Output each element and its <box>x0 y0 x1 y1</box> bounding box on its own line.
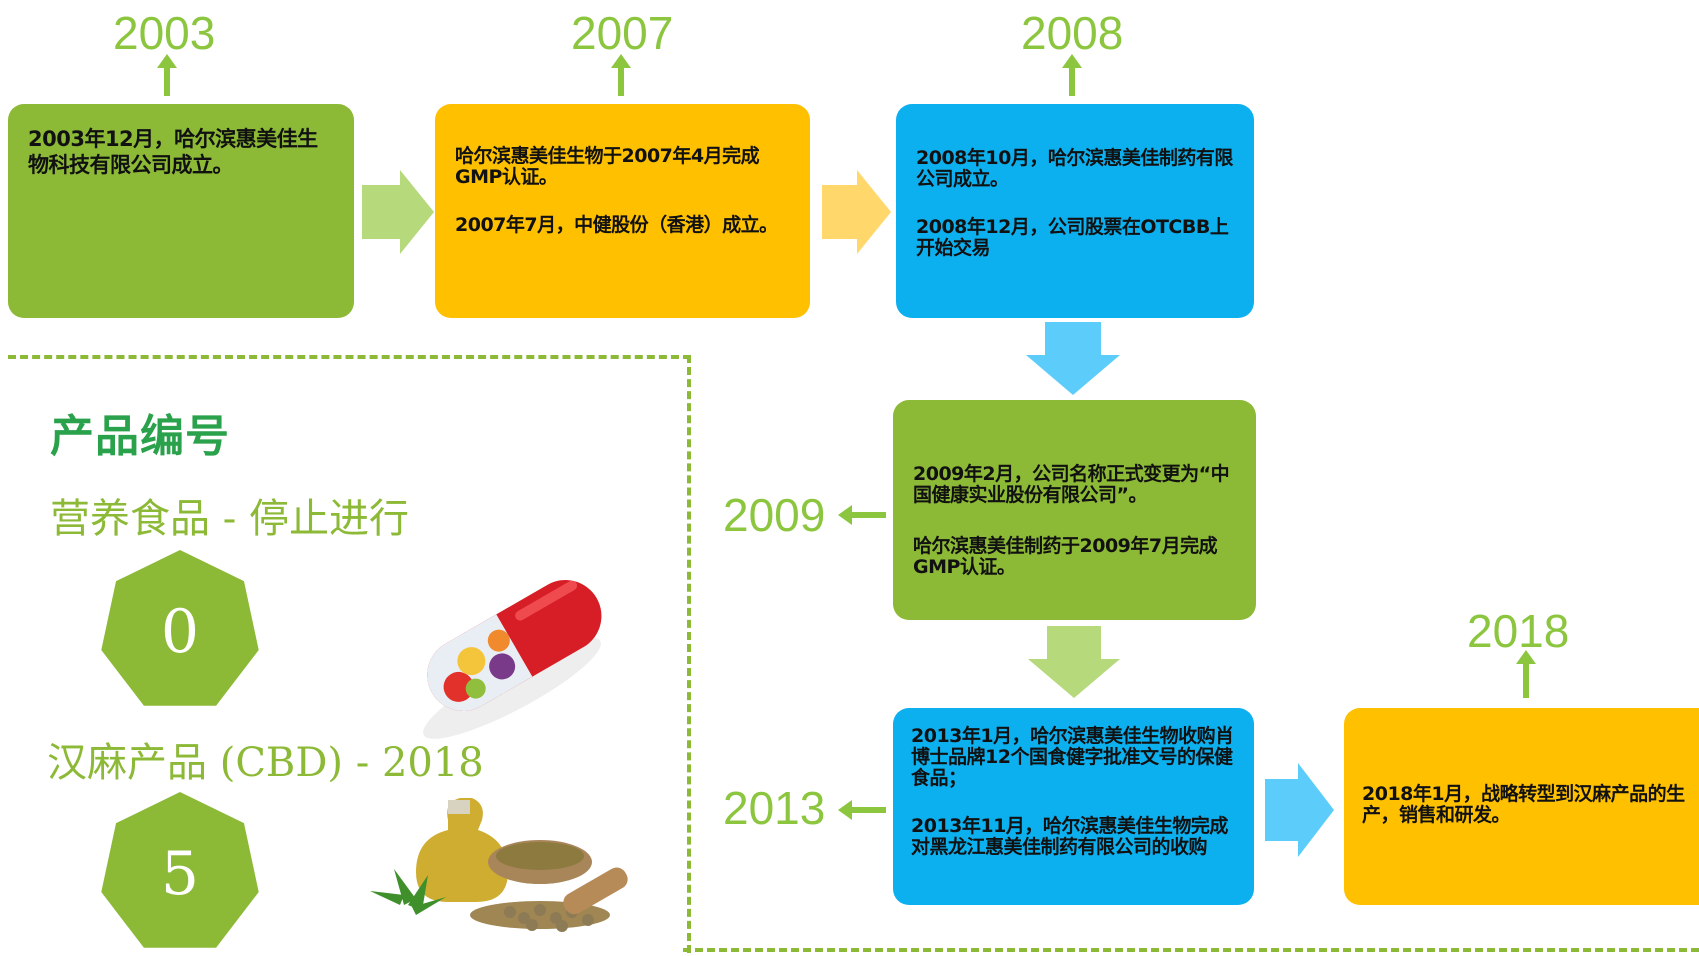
event-box-2018: 2018年1月，战略转型到汉麻产品的生产，销售和研发。 <box>1344 708 1699 905</box>
left-arrows <box>838 505 886 820</box>
event-box-2009: 2009年2月，公司名称正式变更为“中国健康实业股份有限公司”。 哈尔滨惠美佳制… <box>893 400 1256 620</box>
event-2009-text-1: 2009年2月，公司名称正式变更为“中国健康实业股份有限公司”。 <box>913 463 1230 506</box>
event-box-2007: 哈尔滨惠美佳生物于2007年4月完成GMP认证。 2007年7月，中健股份（香港… <box>435 104 810 318</box>
nutrition-count: 0 <box>160 597 200 667</box>
year-2013: 2013 <box>723 782 826 834</box>
arrow-2003-2007 <box>362 170 434 254</box>
arrow-2007-2008 <box>822 170 891 254</box>
up-arrows <box>157 54 1536 698</box>
arrow-2009-2013 <box>1028 626 1120 698</box>
hemp-count-badge: 5 <box>101 792 259 948</box>
event-2007-text-2: 2007年7月，中健股份（香港）成立。 <box>455 214 778 236</box>
year-2009: 2009 <box>723 489 826 541</box>
event-2013-text-2: 2013年11月，哈尔滨惠美佳生物完成对黑龙江惠美佳制药有限公司的收购 <box>911 815 1228 858</box>
capsule-fruit-icon <box>423 580 602 739</box>
hemp-label: 汉麻产品 (CBD) - 2018 <box>47 740 484 786</box>
year-2007: 2007 <box>571 7 674 59</box>
event-2008-text-1: 2008年10月，哈尔滨惠美佳制药有限公司成立。 <box>916 147 1233 190</box>
event-box-2013: 2013年1月，哈尔滨惠美佳生物收购肖博士品牌12个国食健字批准文号的保健食品；… <box>893 708 1254 905</box>
arrow-2013-2018 <box>1265 763 1334 857</box>
event-2013-text-1: 2013年1月，哈尔滨惠美佳生物收购肖博士品牌12个国食健字批准文号的保健食品； <box>911 725 1234 789</box>
hemp-oil-seeds-icon <box>370 798 628 932</box>
year-2003: 2003 <box>113 7 216 59</box>
event-2007-text-1: 哈尔滨惠美佳生物于2007年4月完成GMP认证。 <box>455 145 760 188</box>
event-2009-text-2: 哈尔滨惠美佳制药于2009年7月完成GMP认证。 <box>913 535 1218 578</box>
event-box-2008: 2008年10月，哈尔滨惠美佳制药有限公司成立。 2008年12月，公司股票在O… <box>896 104 1254 318</box>
nutrition-count-badge: 0 <box>101 550 259 706</box>
hemp-count: 5 <box>160 839 200 909</box>
product-heading: 产品编号 <box>50 411 230 462</box>
event-2018-text-1: 2018年1月，战略转型到汉麻产品的生产，销售和研发。 <box>1362 783 1685 826</box>
arrow-2008-2009 <box>1026 322 1120 395</box>
event-2008-text-2: 2008年12月，公司股票在OTCBB上开始交易 <box>916 216 1229 259</box>
panel-bottom-dash <box>683 948 1699 952</box>
year-2008: 2008 <box>1021 7 1124 59</box>
event-box-2003: 2003年12月，哈尔滨惠美佳生物科技有限公司成立。 <box>8 104 354 318</box>
nutrition-label: 营养食品 - 停止进行 <box>50 496 409 542</box>
year-2018: 2018 <box>1467 605 1570 657</box>
product-panel <box>8 355 691 953</box>
event-2003-text-1: 2003年12月，哈尔滨惠美佳生物科技有限公司成立。 <box>28 127 318 177</box>
